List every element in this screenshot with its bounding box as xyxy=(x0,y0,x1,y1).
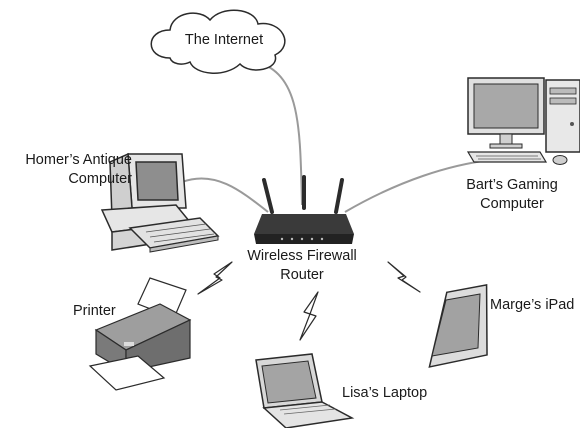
printer-label: Printer xyxy=(73,303,116,319)
bart-label-line1: Bart’s Gaming xyxy=(466,177,558,193)
router-label-line1: Wireless Firewall xyxy=(247,248,357,264)
homer-computer-label: Homer’s Antique Computer xyxy=(0,151,132,189)
lightning-bolt-icon xyxy=(387,261,421,293)
printer-icon xyxy=(88,277,192,391)
tablet-icon xyxy=(428,284,488,368)
cloud-icon xyxy=(150,9,286,74)
router-icon xyxy=(254,175,354,244)
laptop-label: Lisa’s Laptop xyxy=(342,385,428,401)
router-label: Wireless Firewall Router xyxy=(222,247,382,285)
desktop-tower-icon xyxy=(466,77,580,165)
lightning-bolt-icon xyxy=(299,291,319,341)
homer-label-line2: Computer xyxy=(68,171,132,187)
ipad-label: Marge’s iPad xyxy=(490,297,575,313)
bart-label-line2: Computer xyxy=(480,196,544,212)
lightning-bolt-icon xyxy=(197,261,233,295)
router-label-line2: Router xyxy=(280,267,324,283)
bart-computer-label: Bart’s Gaming Computer xyxy=(452,176,572,214)
crt-computer-icon xyxy=(100,152,220,253)
internet-cable xyxy=(249,59,303,206)
homer-cable xyxy=(181,177,269,213)
internet-label: The Internet xyxy=(184,32,264,48)
laptop-icon xyxy=(255,353,355,428)
homer-label-line1: Homer’s Antique xyxy=(25,152,132,168)
